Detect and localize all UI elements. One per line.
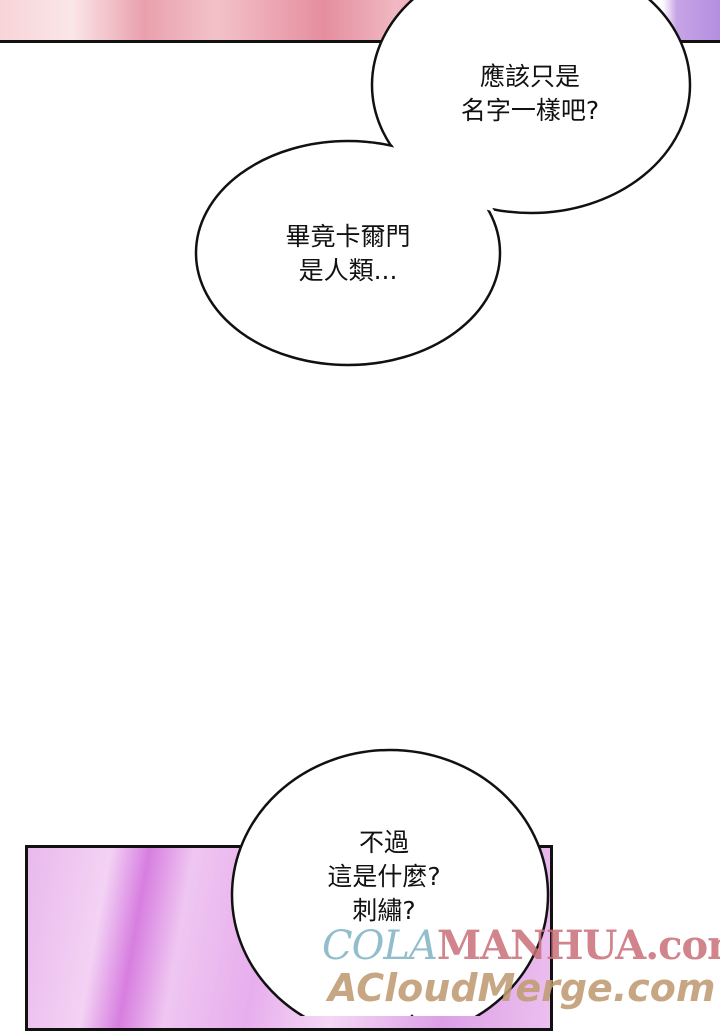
bubble-text-bottom: 不過 這是什麼? 刺繡? — [284, 826, 484, 928]
text-line: 是人類... — [298, 256, 398, 285]
text-line: 畢竟卡爾門 — [285, 222, 411, 251]
text-line: 刺繡? — [352, 896, 416, 925]
watermark-cola: COLA — [322, 923, 438, 969]
text-line: 名字一樣吧? — [460, 96, 600, 125]
speech-bubble-bottom — [230, 748, 550, 1016]
bubble-text-top: 應該只是 名字一樣吧? — [430, 60, 630, 128]
watermark-colamanhua: COLAMANHUA.com — [322, 922, 720, 969]
watermark-manhua: MANHUA.com — [436, 922, 720, 969]
watermark-acloudmerge: ACloudMerge.com — [328, 966, 716, 1010]
bubble-text-middle: 畢竟卡爾門 是人類... — [248, 220, 448, 288]
text-line: 不過 — [358, 828, 409, 857]
text-line: 這是什麼? — [327, 862, 441, 891]
text-line: 應該只是 — [479, 62, 580, 91]
